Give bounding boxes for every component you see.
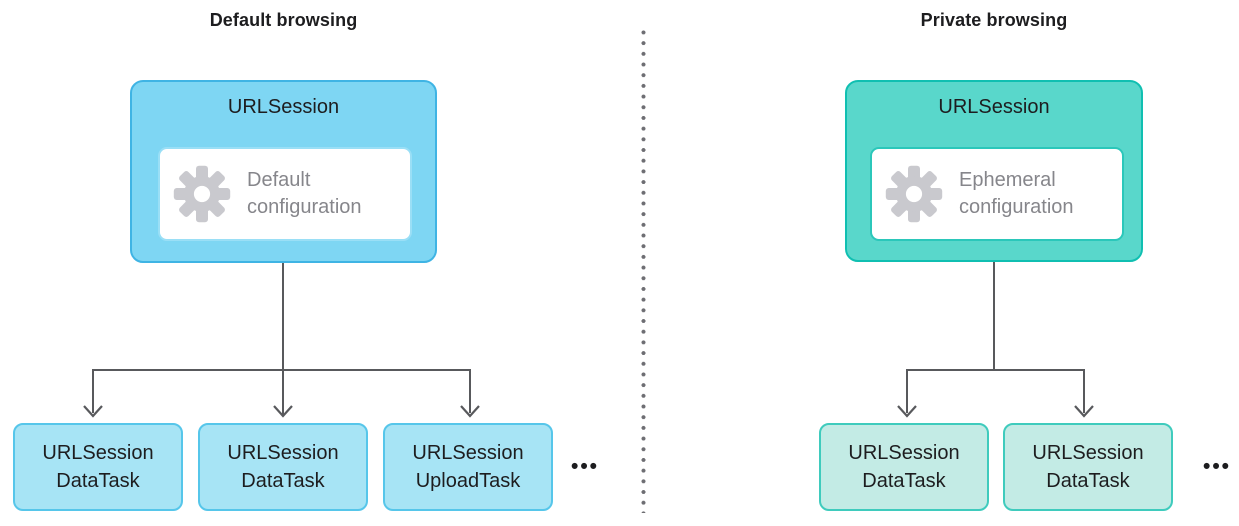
arrow-down-icon [273,405,293,418]
section-divider-dotted-line [641,30,646,513]
private-urlsession-box: URLSession Ephemeral configuration [845,80,1143,262]
connector-crossbar-right [907,369,1085,371]
connector-drop-left-1 [92,369,94,413]
datatask-box-1: URLSession DataTask [13,423,183,511]
uploadtask-box: URLSession UploadTask [383,423,553,511]
default-urlsession-box: URLSession Default configuration [130,80,437,263]
datatask-box-2: URLSession DataTask [1003,423,1173,511]
arrow-down-icon [83,405,103,418]
default-configuration-box: Default configuration [158,147,412,241]
connector-trunk-right [993,262,995,371]
ephemeral-configuration-label: Ephemeral configuration [959,169,1074,218]
urlsession-label: URLSession [938,96,1050,118]
arrow-down-icon [897,405,917,418]
default-browsing-title: Default browsing [209,10,358,30]
connector-crossbar-left [93,369,471,371]
connector-drop-right-1 [906,369,908,413]
datatask-box-1: URLSession DataTask [819,423,989,511]
urlsession-label: URLSession [227,96,340,118]
private-browsing-title: Private browsing [920,10,1068,30]
arrow-down-icon [460,405,480,418]
connector-trunk-left [282,263,284,416]
ephemeral-configuration-box: Ephemeral configuration [870,147,1124,241]
datatask-box-2: URLSession DataTask [198,423,368,511]
default-configuration-label: Default configuration [247,169,362,218]
arrow-down-icon [1074,405,1094,418]
gear-icon [173,165,231,223]
more-tasks-ellipsis: ••• [1202,455,1232,478]
gear-icon [885,165,943,223]
more-tasks-ellipsis: ••• [570,455,600,478]
connector-drop-left-3 [469,369,471,413]
connector-drop-right-2 [1083,369,1085,413]
